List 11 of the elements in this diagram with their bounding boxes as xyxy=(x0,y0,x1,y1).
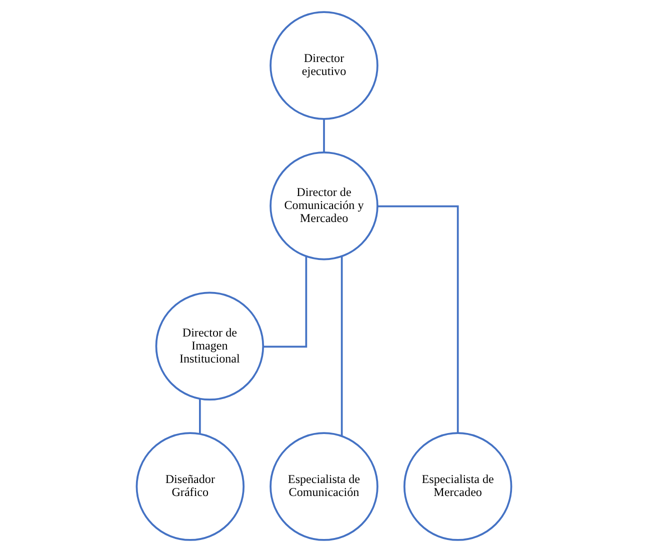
node-circle: Director ejecutivo xyxy=(270,11,378,120)
node-circle: Director de Imagen Institucional xyxy=(155,292,264,401)
node-circle: Especialista de Mercadeo xyxy=(403,432,512,541)
connector xyxy=(198,398,201,434)
connector xyxy=(378,205,459,433)
connector xyxy=(340,256,343,436)
node-circle: Diseñador Gráfico xyxy=(136,432,245,541)
connector xyxy=(323,118,325,152)
node-circle: Especialista de Comunicación xyxy=(270,432,378,541)
connector xyxy=(263,256,308,348)
node-circle: Director de Comunicación y Mercadeo xyxy=(270,151,378,260)
